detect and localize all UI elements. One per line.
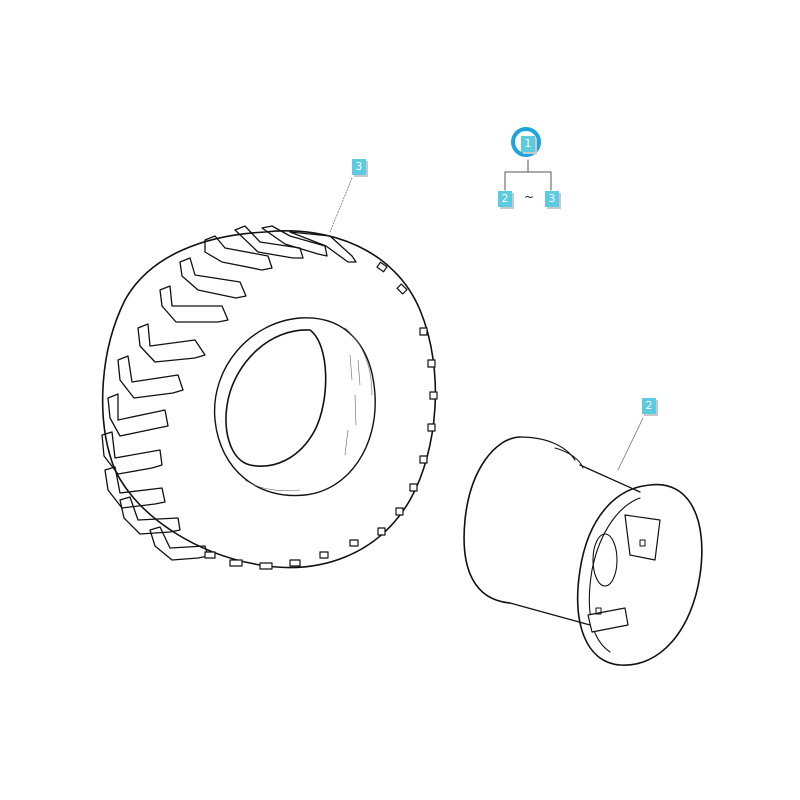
callout-range-from[interactable]: 2 <box>498 191 512 207</box>
leader-line-tire <box>329 177 353 233</box>
rim-drawing <box>463 436 703 666</box>
callout-range-to[interactable]: 3 <box>545 191 559 207</box>
assembly-bracket <box>504 159 552 191</box>
callout-tire[interactable]: 3 <box>352 159 366 175</box>
range-separator: ~ <box>524 190 535 204</box>
tire-drawing <box>101 225 438 570</box>
callout-rim[interactable]: 2 <box>642 398 656 414</box>
assembly-ring <box>511 127 541 157</box>
leader-line-rim <box>617 417 644 471</box>
callout-assembly-parent[interactable]: 1 <box>521 136 535 152</box>
